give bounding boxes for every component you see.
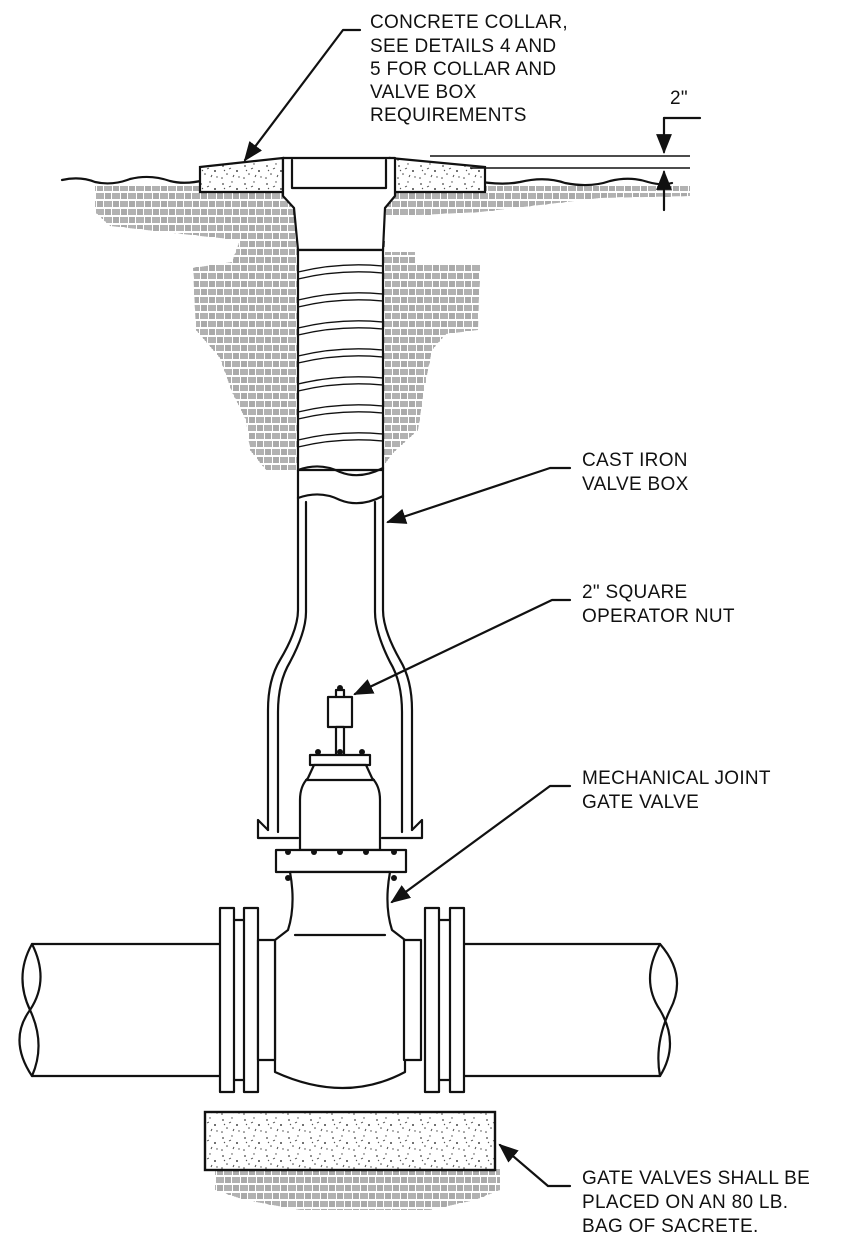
callout-operator-nut-line: OPERATOR NUT xyxy=(582,606,735,627)
dimension-label: 2" xyxy=(670,88,688,109)
callout-valve-box: CAST IRON VALVE BOX xyxy=(582,450,689,495)
callout-concrete-collar-line: VALVE BOX xyxy=(370,82,477,103)
callout-concrete-collar-line: REQUIREMENTS xyxy=(370,105,527,126)
pipe-and-joints xyxy=(18,906,679,1094)
callout-gate-valve: MECHANICAL JOINT GATE VALVE xyxy=(582,768,771,813)
callout-gate-valve-line: MECHANICAL JOINT xyxy=(582,768,771,789)
callout-sacrete-line: PLACED ON AN 80 LB. xyxy=(582,1192,788,1213)
callout-operator-nut-line: 2" SQUARE xyxy=(582,582,688,603)
callout-valve-box-line: VALVE BOX xyxy=(582,474,689,495)
callout-concrete-collar-line: 5 FOR COLLAR AND xyxy=(370,59,556,80)
callout-concrete-collar: CONCRETE COLLAR, SEE DETAILS 4 AND 5 FOR… xyxy=(370,12,568,126)
callout-concrete-collar-line: CONCRETE COLLAR, xyxy=(370,12,568,33)
callout-sacrete-line: BAG OF SACRETE. xyxy=(582,1216,759,1237)
callout-concrete-collar-line: SEE DETAILS 4 AND xyxy=(370,36,556,57)
callout-sacrete: GATE VALVES SHALL BE PLACED ON AN 80 LB.… xyxy=(582,1168,810,1237)
sacrete-bag xyxy=(203,1110,497,1172)
callout-gate-valve-line: GATE VALVE xyxy=(582,792,699,813)
leader-lines xyxy=(243,28,572,1188)
dimension-2in: 2" xyxy=(430,88,702,212)
gate-valve xyxy=(273,685,408,1090)
callout-sacrete-line: GATE VALVES SHALL BE xyxy=(582,1168,810,1189)
callout-valve-box-line: CAST IRON xyxy=(582,450,688,471)
cast-iron-valve-box xyxy=(256,156,424,840)
ground-line xyxy=(60,175,674,187)
callout-operator-nut: 2" SQUARE OPERATOR NUT xyxy=(582,582,735,627)
